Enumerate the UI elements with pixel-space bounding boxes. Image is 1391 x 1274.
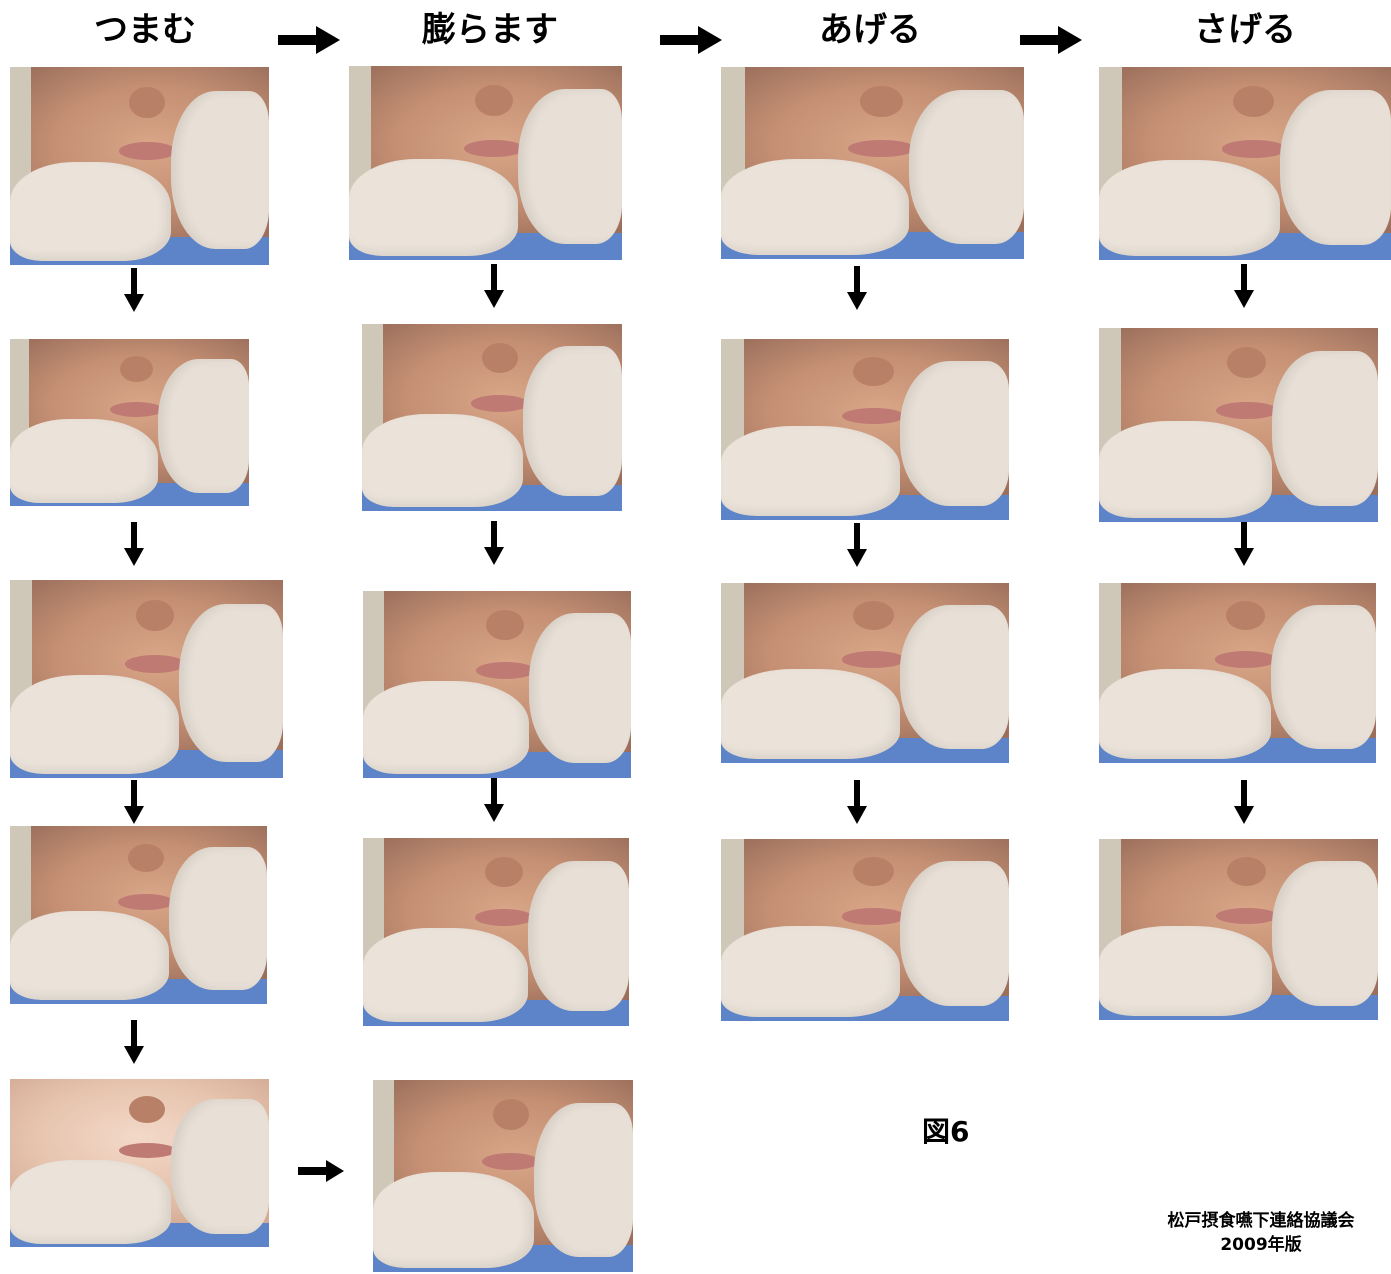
column-title-inflate: 膨らます xyxy=(410,6,570,54)
column-title-pinch: つまむ xyxy=(80,6,210,54)
raise-step-1-photo xyxy=(721,67,1024,259)
down-arrow-icon xyxy=(124,1020,144,1064)
credit-organization: 松戸摂食嚥下連絡協議会 xyxy=(1130,1210,1391,1232)
pinch-step-2-photo xyxy=(10,339,249,506)
inflate-step-1-photo xyxy=(349,66,622,260)
column-title-raise: あげる xyxy=(805,6,935,54)
down-arrow-icon xyxy=(847,523,867,567)
lower-step-3-photo xyxy=(1099,583,1376,763)
inflate-step-2-photo xyxy=(362,324,622,511)
pinch-step-5-photo xyxy=(10,1079,269,1247)
down-arrow-icon xyxy=(484,264,504,308)
right-arrow-icon xyxy=(298,1160,344,1182)
right-arrow-icon xyxy=(278,26,340,54)
pinch-step-3-photo xyxy=(10,580,283,778)
raise-step-4-photo xyxy=(721,839,1009,1021)
down-arrow-icon xyxy=(124,780,144,824)
down-arrow-icon xyxy=(484,521,504,565)
raise-step-2-photo xyxy=(721,339,1009,520)
raise-step-3-photo xyxy=(721,583,1009,763)
lower-step-1-photo xyxy=(1099,67,1391,260)
lower-step-2-photo xyxy=(1099,328,1378,522)
right-arrow-icon xyxy=(660,26,722,54)
down-arrow-icon xyxy=(484,778,504,822)
down-arrow-icon xyxy=(1234,780,1254,824)
column-title-lower: さげる xyxy=(1180,6,1310,54)
down-arrow-icon xyxy=(1234,522,1254,566)
pinch-step-1-photo xyxy=(10,67,269,265)
inflate-step-3-photo xyxy=(363,591,631,778)
down-arrow-icon xyxy=(847,266,867,310)
down-arrow-icon xyxy=(124,268,144,312)
inflate-step-4-photo xyxy=(363,838,629,1026)
pinch-step-4-photo xyxy=(10,826,267,1004)
down-arrow-icon xyxy=(124,522,144,566)
down-arrow-icon xyxy=(1234,264,1254,308)
figure-label: 図6 xyxy=(922,1110,969,1150)
inflate-step-5-photo xyxy=(373,1080,633,1272)
down-arrow-icon xyxy=(847,780,867,824)
credit-edition: 2009年版 xyxy=(1130,1234,1391,1256)
lower-step-4-photo xyxy=(1099,839,1378,1020)
right-arrow-icon xyxy=(1020,26,1082,54)
